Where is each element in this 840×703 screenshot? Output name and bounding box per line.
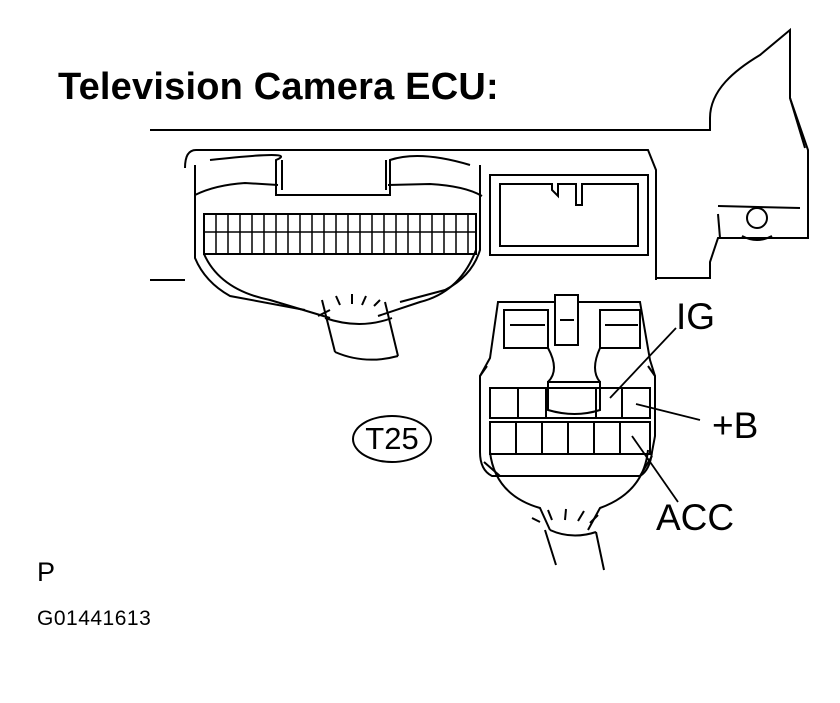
ecu-small-socket [489,174,649,256]
footer-code: P [37,557,56,587]
ig-terminal-label: IG [676,296,716,337]
ecu-main-connector [194,154,483,319]
acc-leader-line [631,435,679,503]
harness-connector-t25 [479,294,656,477]
upper-terminal-row [489,387,651,419]
b-plus-leader-line [635,403,701,421]
terminal-leader-lines [609,327,701,503]
figure-number: G01441613 [37,607,152,630]
mounting-bolt-icon [746,207,768,229]
ig-leader-line [609,327,677,399]
ecu-connector-pins [204,214,476,254]
diagram-title: Television Camera ECU: [58,66,499,108]
ecu-housing [150,27,809,281]
lower-terminal-row [489,421,651,455]
ecu-wire-bundle [317,294,399,361]
harness-wire-bundle [489,449,649,571]
connector-id-badge: T25 [352,415,432,463]
b-plus-terminal-label: +B [712,405,759,446]
acc-terminal-label: ACC [656,497,735,538]
